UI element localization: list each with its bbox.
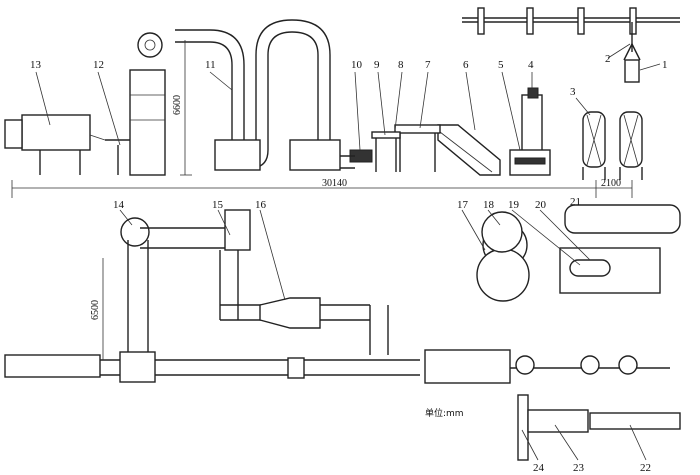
label-15: 15 bbox=[212, 199, 224, 211]
unit-note: 单位:mm bbox=[425, 407, 464, 419]
label-18: 18 bbox=[483, 199, 495, 211]
label-14: 14 bbox=[113, 199, 125, 211]
label-20: 20 bbox=[535, 199, 547, 211]
work-tables bbox=[349, 124, 441, 172]
label-24: 24 bbox=[533, 462, 545, 474]
hanging-baskets bbox=[582, 111, 643, 180]
label-12: 12 bbox=[93, 59, 104, 71]
label-6: 6 bbox=[463, 59, 469, 71]
label-1: 1 bbox=[662, 59, 668, 71]
plan-view: 6500 单位:mm bbox=[4, 204, 681, 461]
label-17: 17 bbox=[457, 199, 469, 211]
inclined-conveyor bbox=[437, 124, 501, 176]
label-7: 7 bbox=[425, 59, 431, 71]
label-22: 22 bbox=[640, 462, 651, 474]
label-4: 4 bbox=[528, 59, 534, 71]
label-8: 8 bbox=[398, 59, 404, 71]
label-11: 11 bbox=[205, 59, 216, 71]
label-5: 5 bbox=[498, 59, 504, 71]
label-2: 2 bbox=[605, 53, 611, 65]
drying-rack bbox=[105, 69, 166, 176]
label-23: 23 bbox=[573, 462, 585, 474]
label-10: 10 bbox=[351, 59, 363, 71]
label-21: 21 bbox=[570, 196, 581, 208]
label-13: 13 bbox=[30, 59, 42, 71]
dimension-6600: 6600 bbox=[172, 95, 183, 115]
cyclone-14 bbox=[120, 217, 150, 247]
dimension-2100: 2100 bbox=[601, 178, 621, 189]
elevator-machine bbox=[509, 87, 551, 176]
label-3: 3 bbox=[570, 86, 576, 98]
dimension-30140: 30140 bbox=[322, 178, 347, 189]
label-19: 19 bbox=[508, 199, 520, 211]
elevation-view: 6600 30140 2100 bbox=[4, 7, 680, 198]
air-ducting bbox=[137, 19, 355, 171]
dimension-6500: 6500 bbox=[90, 300, 101, 320]
label-16: 16 bbox=[255, 199, 267, 211]
rotary-drum bbox=[4, 114, 106, 175]
label-9: 9 bbox=[374, 59, 380, 71]
overhead-rail bbox=[462, 7, 680, 83]
callout-labels: 1 2 3 4 5 6 7 8 9 10 11 12 13 14 15 16 1… bbox=[30, 43, 668, 474]
